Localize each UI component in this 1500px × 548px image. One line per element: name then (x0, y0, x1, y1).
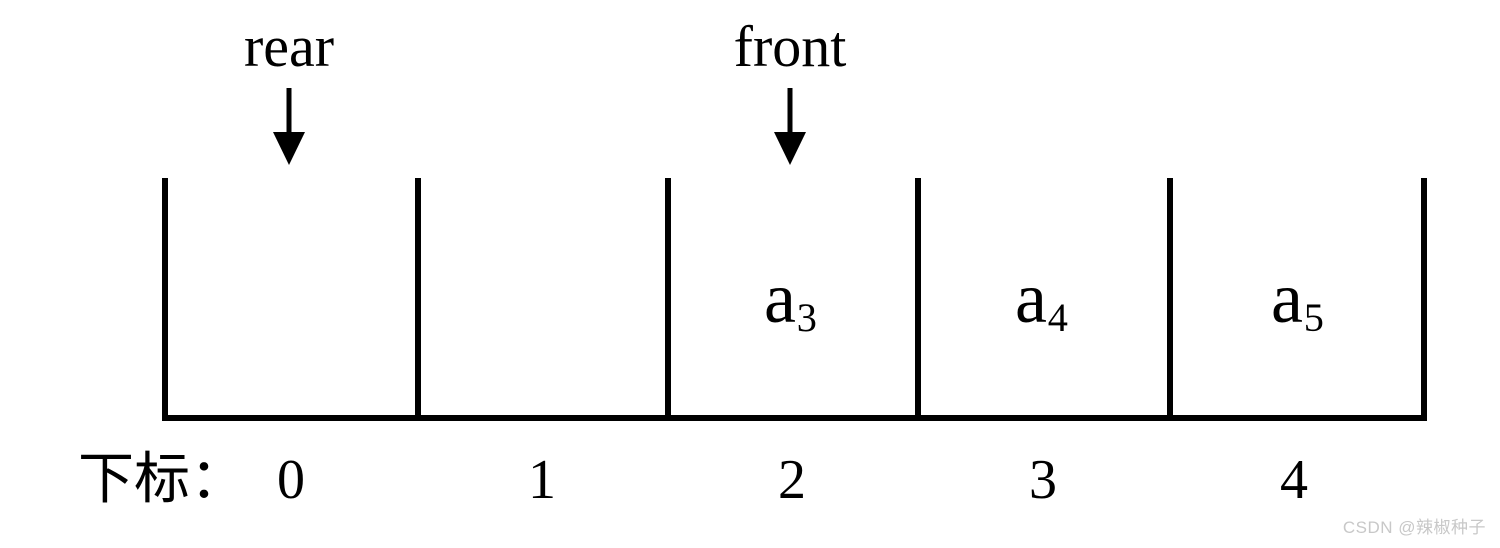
cell-divider-0-1 (415, 178, 421, 421)
pointer-front-arrow-icon (770, 88, 810, 171)
cell-value-2: a3 (764, 262, 817, 338)
cell-value-4-subscript: 5 (1303, 294, 1324, 340)
cell-value-4: a5 (1271, 262, 1324, 338)
cell-value-3: a4 (1015, 262, 1068, 338)
cell-divider-3-4 (1167, 178, 1173, 421)
pointer-rear-arrow-icon (269, 88, 309, 171)
array-edge-right (1421, 178, 1427, 421)
pointer-front-label: front (733, 14, 847, 79)
cell-value-2-subscript: 3 (796, 294, 817, 340)
array-baseline (162, 415, 1427, 421)
index-label-4: 4 (1280, 449, 1308, 511)
cell-divider-1-2 (665, 178, 671, 421)
index-row-caption: 下标： (78, 449, 246, 511)
cell-divider-2-3 (915, 178, 921, 421)
cell-value-3-subscript: 4 (1047, 294, 1068, 340)
watermark: CSDN @辣椒种子 (1342, 518, 1486, 537)
cell-value-3-base: a (1014, 258, 1047, 338)
index-label-0: 0 (277, 449, 305, 511)
cell-value-4-base: a (1270, 258, 1303, 338)
index-label-3: 3 (1029, 449, 1057, 511)
index-label-2: 2 (778, 449, 806, 511)
index-label-1: 1 (528, 449, 556, 511)
pointer-rear-label: rear (243, 14, 335, 79)
array-edge-left (162, 178, 168, 421)
cell-value-2-base: a (763, 258, 796, 338)
